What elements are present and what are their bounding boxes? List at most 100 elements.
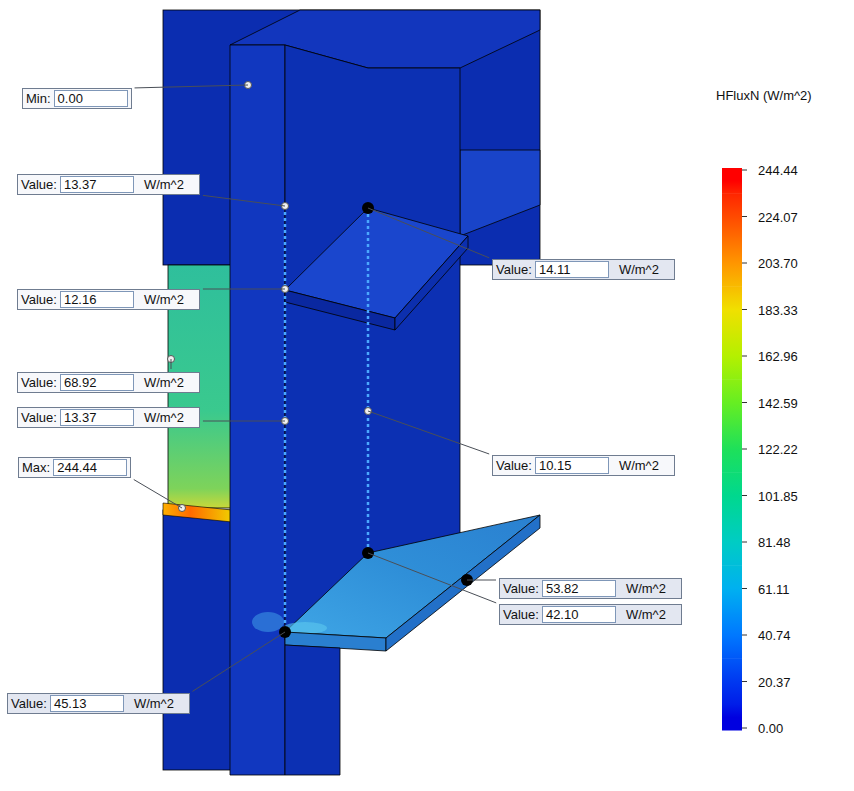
- field-label: Value:: [496, 262, 535, 277]
- probe-callout: Value:13.37W/m^2: [17, 407, 200, 428]
- probe-value: 13.37: [60, 409, 134, 426]
- scale-tick: [742, 402, 747, 403]
- scale-swatch: [722, 658, 742, 705]
- probe-callout: Value:42.10W/m^2: [499, 604, 682, 625]
- unit-label: W/m^2: [609, 262, 671, 277]
- unit-label: W/m^2: [609, 458, 671, 473]
- field-label: Value:: [21, 375, 60, 390]
- probe-callout: Value:68.92W/m^2: [17, 372, 200, 393]
- probe-callout: Value:13.37W/m^2: [17, 174, 200, 195]
- leader-line: [368, 553, 496, 603]
- scale-value: 162.96: [758, 349, 798, 364]
- probe-callout: Value:12.16W/m^2: [17, 289, 200, 310]
- scale-value: 81.48: [758, 535, 791, 550]
- leader-line: [171, 359, 172, 369]
- column-face: [230, 45, 285, 775]
- scale-swatch: [722, 565, 742, 612]
- field-label: Value:: [503, 607, 542, 622]
- field-label: Value:: [21, 292, 60, 307]
- unit-label: W/m^2: [134, 292, 196, 307]
- unit-label: W/m^2: [134, 375, 196, 390]
- leader-line: [368, 411, 489, 454]
- unit-label: W/m^2: [616, 607, 678, 622]
- scale-tick: [742, 681, 747, 682]
- probe-value: 244.44: [53, 459, 127, 476]
- leader-line: [192, 632, 285, 691]
- leader-line: [368, 208, 489, 258]
- probe-callout: Value:45.13W/m^2: [7, 693, 190, 714]
- probe-value: 13.37: [60, 176, 134, 193]
- unit-label: W/m^2: [124, 696, 186, 711]
- probe-callout: Value:10.15W/m^2: [492, 455, 675, 476]
- scale-tick: [742, 449, 747, 450]
- scale-tick: [742, 309, 747, 310]
- scale-value: 0.00: [758, 721, 783, 736]
- probe-value: 53.82: [542, 580, 616, 597]
- scale-tick: [742, 728, 747, 729]
- probe-value: 45.13: [50, 695, 124, 712]
- probe-callout: Value:53.82W/m^2: [499, 578, 682, 599]
- scale-value: 101.85: [758, 488, 798, 503]
- scale-value: 244.44: [758, 163, 798, 178]
- scale-tick: [742, 216, 747, 217]
- field-label: Max:: [22, 460, 53, 475]
- probe-value: 12.16: [60, 291, 134, 308]
- unit-label: W/m^2: [134, 177, 196, 192]
- field-label: Value:: [503, 581, 542, 596]
- scale-swatch: [722, 426, 742, 473]
- scale-value: 142.59: [758, 395, 798, 410]
- scale-tick: [742, 588, 747, 589]
- scale-title: HFluxN (W/m^2): [716, 88, 812, 103]
- scale-swatch: [722, 472, 742, 519]
- leader-line: [467, 580, 496, 581]
- leader-line: [134, 480, 182, 508]
- leader-line: [203, 289, 285, 290]
- probe-callout: Min:0.00: [22, 88, 132, 109]
- upper-flange-edge: [395, 236, 468, 330]
- unit-label: W/m^2: [616, 581, 678, 596]
- scale-swatch: [722, 705, 742, 731]
- field-label: Value:: [21, 177, 60, 192]
- scale-value: 183.33: [758, 302, 798, 317]
- scale-swatch: [722, 193, 742, 240]
- scale-swatch: [722, 286, 742, 333]
- probe-callout: Value:14.11W/m^2: [492, 259, 675, 280]
- field-label: Value:: [11, 696, 50, 711]
- probe-callout: Max:244.44: [18, 457, 131, 478]
- scale-tick: [742, 263, 747, 264]
- upper-flange-edge: [285, 290, 395, 330]
- column-lower: [285, 645, 340, 775]
- probe-value: 42.10: [542, 606, 616, 623]
- scale-value: 224.07: [758, 209, 798, 224]
- scale-swatch: [722, 168, 742, 194]
- leader-line: [203, 195, 285, 206]
- scale-tick: [742, 495, 747, 496]
- flux-spot: [252, 612, 284, 632]
- probe-value: 10.15: [535, 457, 609, 474]
- scale-swatch: [722, 612, 742, 659]
- probe-path: [367, 208, 370, 553]
- scale-value: 20.37: [758, 674, 791, 689]
- hot-edge: [163, 503, 232, 522]
- leader-line: [135, 85, 248, 88]
- field-label: Value:: [21, 410, 60, 425]
- scale-value: 40.74: [758, 628, 791, 643]
- scale-value: 61.11: [758, 581, 790, 596]
- scale-swatch: [722, 519, 742, 566]
- field-label: Value:: [496, 458, 535, 473]
- probe-value: 0.00: [54, 90, 128, 107]
- scale-swatch: [722, 379, 742, 426]
- scale-value: 122.22: [758, 442, 798, 457]
- scale-swatch: [722, 333, 742, 380]
- leader-line: [203, 421, 285, 422]
- side-plate: [460, 150, 540, 236]
- unit-label: W/m^2: [134, 410, 196, 425]
- scale-tick: [742, 542, 747, 543]
- scale-swatch: [722, 240, 742, 287]
- color-scale: [722, 168, 747, 731]
